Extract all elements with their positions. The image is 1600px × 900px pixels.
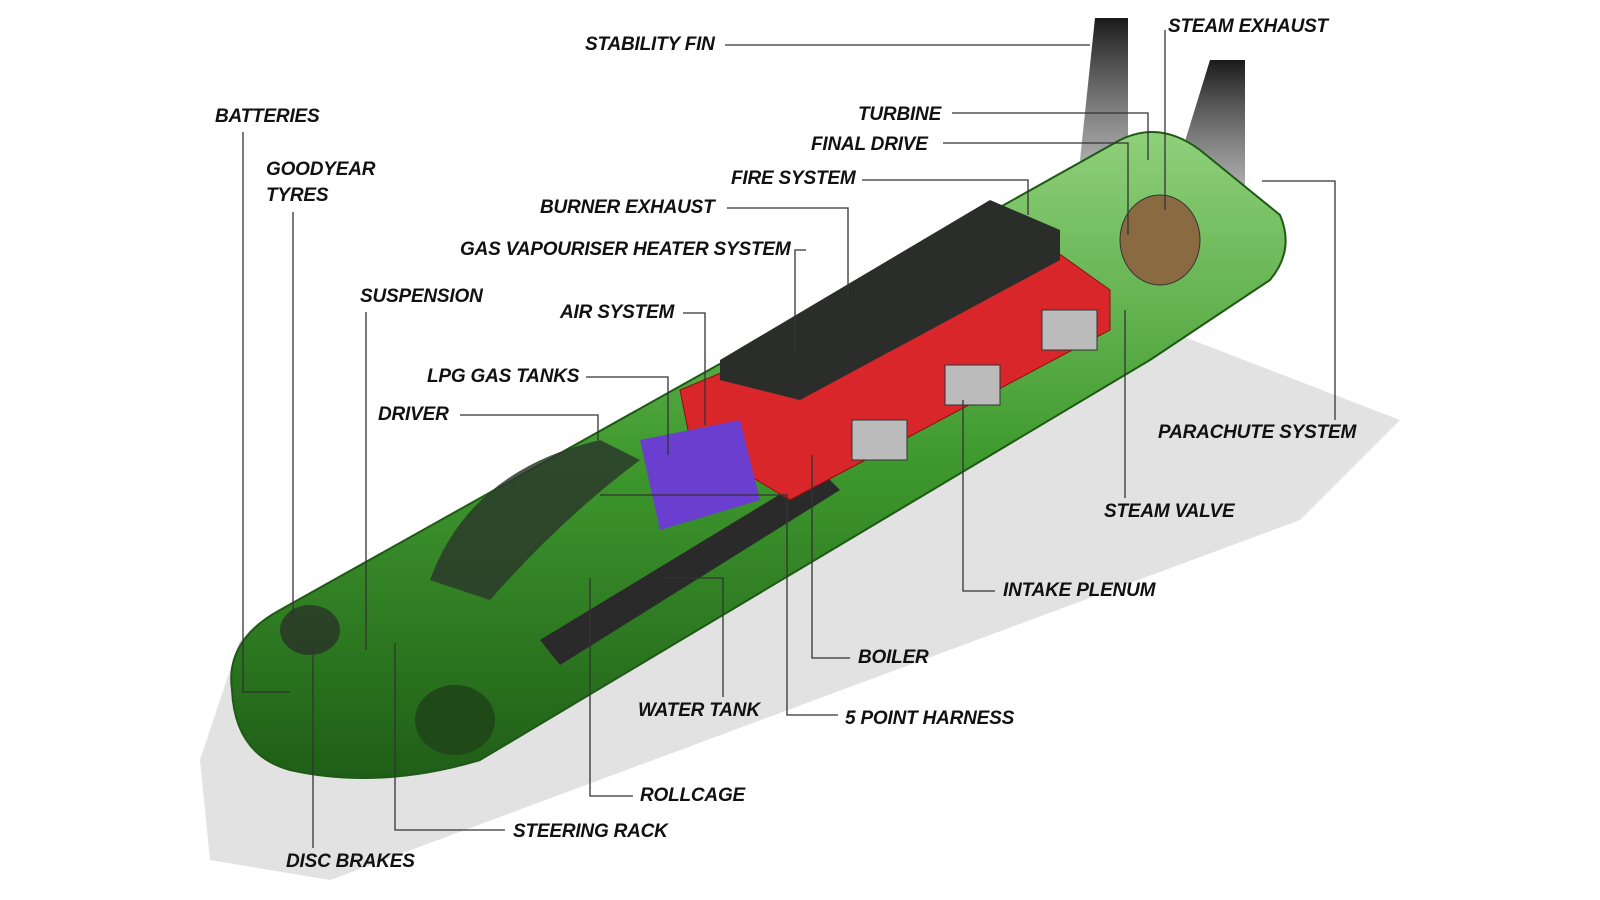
- label-water-tank: WATER TANK: [638, 700, 760, 721]
- label-lpg-gas-tanks: LPG GAS TANKS: [427, 366, 580, 387]
- label-burner-exhaust: BURNER EXHAUST: [540, 197, 715, 218]
- label-steam-valve: STEAM VALVE: [1104, 501, 1235, 522]
- label-batteries: BATTERIES: [215, 106, 320, 127]
- steam-turbine: [1119, 194, 1201, 286]
- lpg-tanks: [640, 420, 760, 530]
- leader-lines: [242, 30, 1336, 848]
- label-fire-system: FIRE SYSTEM: [731, 168, 856, 189]
- rear-wheel: [415, 685, 495, 755]
- label-air-system: AIR SYSTEM: [560, 302, 675, 323]
- label-final-drive: FINAL DRIVE: [811, 134, 928, 155]
- label-steam-exhaust: STEAM EXHAUST: [1168, 16, 1328, 37]
- label-gas-vapouriser-heater-system: GAS VAPOURISER HEATER SYSTEM: [460, 239, 791, 260]
- front-wheel: [280, 605, 340, 655]
- label-steering-rack: STEERING RACK: [513, 821, 668, 842]
- label-parachute-system: PARACHUTE SYSTEM: [1158, 422, 1357, 443]
- burner-exhaust-block: [720, 200, 1060, 400]
- label-goodyear-tyres-line2: TYRES: [266, 185, 329, 206]
- label-intake-plenum: INTAKE PLENUM: [1003, 580, 1156, 601]
- label-suspension: SUSPENSION: [360, 286, 483, 307]
- label-driver: DRIVER: [378, 404, 449, 425]
- label-stability-fin: STABILITY FIN: [585, 34, 715, 55]
- label-goodyear-tyres-line1: GOODYEAR: [266, 159, 376, 180]
- intake-plenums: [851, 309, 1098, 461]
- label-disc-brakes: DISC BRAKES: [286, 851, 415, 872]
- water-tank: [540, 470, 840, 665]
- label-rollcage: ROLLCAGE: [640, 785, 746, 806]
- cockpit-canopy: [430, 440, 640, 600]
- label-boiler: BOILER: [858, 647, 929, 668]
- label-5-point-harness: 5 POINT HARNESS: [845, 708, 1015, 729]
- label-turbine: TURBINE: [858, 104, 942, 125]
